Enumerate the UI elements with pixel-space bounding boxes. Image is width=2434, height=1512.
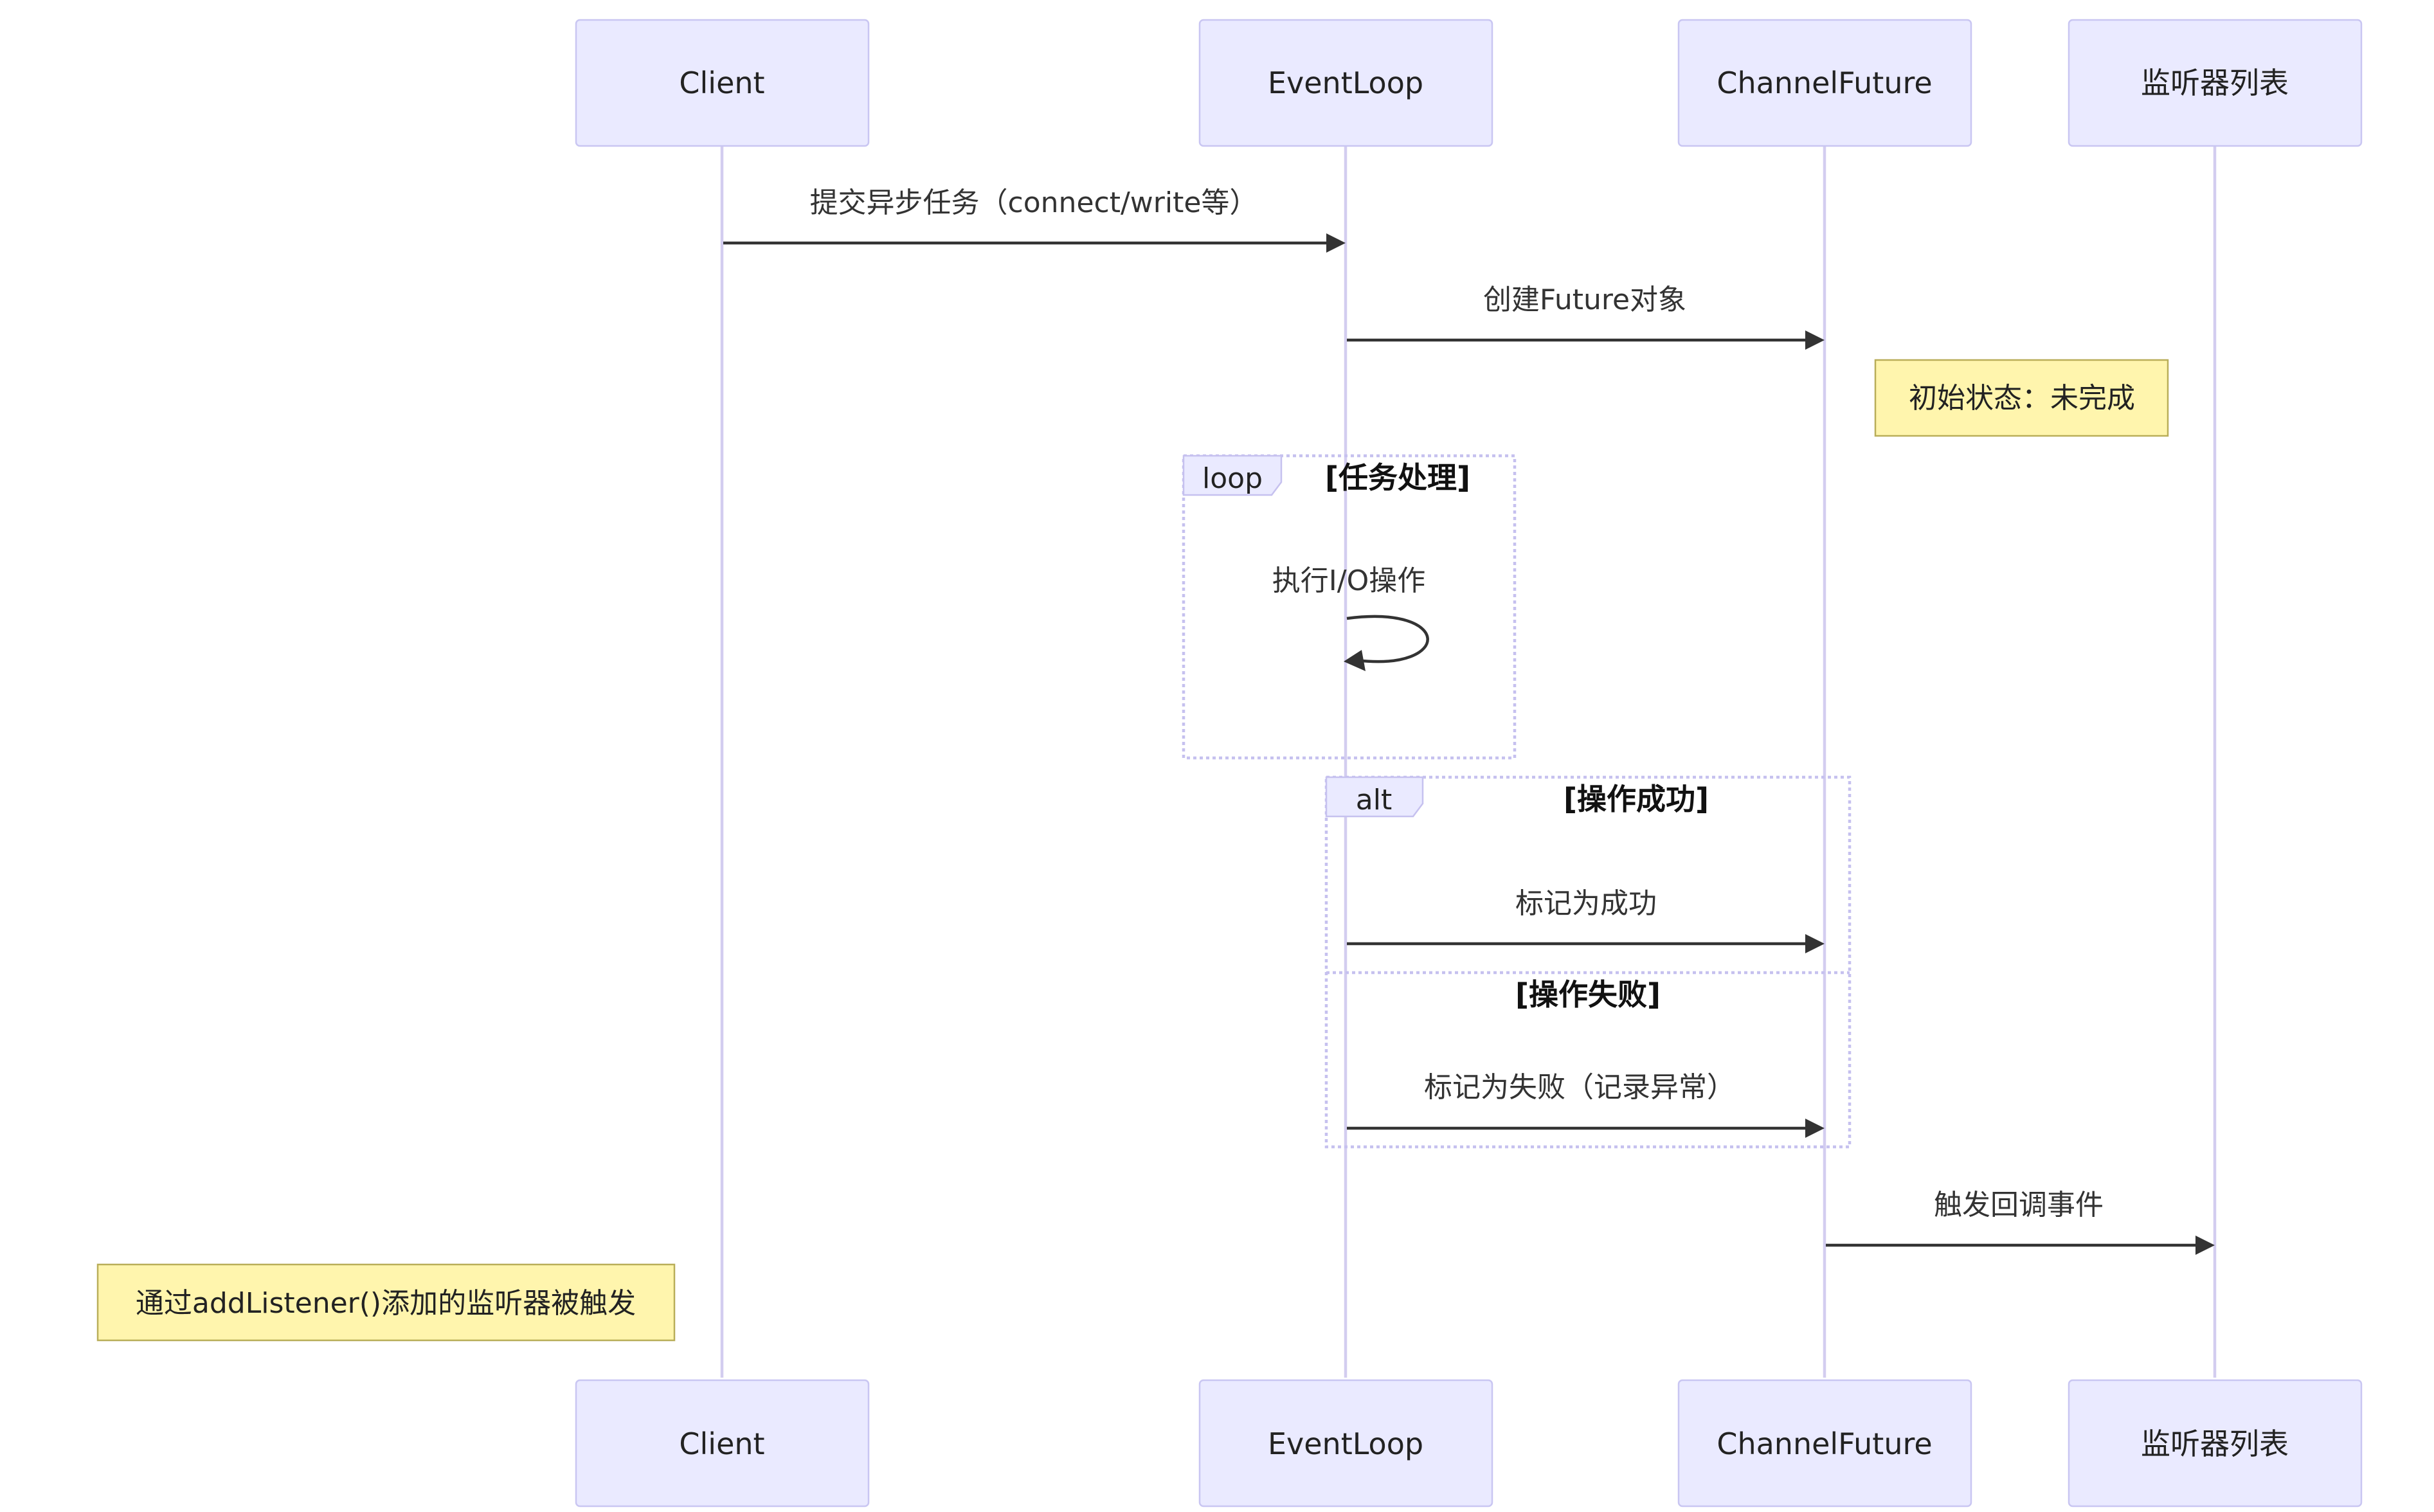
- note-listener-triggered: 通过addListener()添加的监听器被触发: [96, 1263, 676, 1342]
- actor-channelfuture-label: ChannelFuture: [1717, 66, 1932, 100]
- actor-listeners-top: 监听器列表: [2068, 19, 2363, 147]
- actor-channelfuture-top: ChannelFuture: [1677, 19, 1972, 147]
- loop-condition: [任务处理]: [1325, 460, 1470, 495]
- message-trigger-callback: 触发回调事件: [1826, 1189, 2215, 1255]
- message-mark-success: 标记为成功: [1347, 887, 1825, 953]
- actor-listeners-label: 监听器列表: [2141, 66, 2289, 100]
- message-mark-failure-label: 标记为失败（记录异常）: [1424, 1071, 1735, 1104]
- actor-client-bottom-label: Client: [679, 1426, 764, 1461]
- message-exec-io: 执行I/O操作: [1272, 564, 1429, 671]
- actor-channelfuture-bottom: ChannelFuture: [1677, 1379, 1972, 1508]
- alt-condition-success: [操作成功]: [1564, 782, 1709, 816]
- actor-listeners-bottom-label: 监听器列表: [2141, 1426, 2289, 1461]
- actor-channelfuture-bottom-label: ChannelFuture: [1717, 1426, 1932, 1461]
- actor-eventloop-label: EventLoop: [1268, 66, 1423, 100]
- actor-eventloop-bottom-label: EventLoop: [1268, 1426, 1423, 1461]
- loop-fragment-label: loop: [1202, 462, 1263, 495]
- actor-client-top: Client: [575, 19, 870, 147]
- message-create-future-label: 创建Future对象: [1483, 284, 1686, 316]
- actor-eventloop-top: EventLoop: [1198, 19, 1493, 147]
- message-mark-success-label: 标记为成功: [1515, 887, 1657, 920]
- actor-listeners-bottom: 监听器列表: [2068, 1379, 2363, 1508]
- note-initial-state-text: 初始状态：未完成: [1909, 382, 2135, 415]
- message-submit-label: 提交异步任务（connect/write等）: [810, 186, 1258, 219]
- message-submit: 提交异步任务（connect/write等）: [723, 186, 1346, 253]
- note-initial-state: 初始状态：未完成: [1874, 359, 2169, 437]
- alt-condition-failure: [操作失败]: [1515, 977, 1661, 1012]
- message-create-future: 创建Future对象: [1347, 284, 1825, 350]
- note-listener-triggered-text: 通过addListener()添加的监听器被触发: [136, 1287, 636, 1320]
- actor-eventloop-bottom: EventLoop: [1198, 1379, 1493, 1508]
- loop-fragment: loop [任务处理]: [1182, 454, 1517, 760]
- alt-fragment: alt [操作成功] [操作失败]: [1324, 775, 1852, 1149]
- message-exec-io-label: 执行I/O操作: [1272, 564, 1425, 597]
- message-mark-failure: 标记为失败（记录异常）: [1347, 1071, 1825, 1138]
- message-trigger-callback-label: 触发回调事件: [1934, 1189, 2104, 1221]
- actor-client-label: Client: [679, 66, 764, 100]
- alt-fragment-label: alt: [1356, 784, 1392, 816]
- actor-client-bottom: Client: [575, 1379, 870, 1508]
